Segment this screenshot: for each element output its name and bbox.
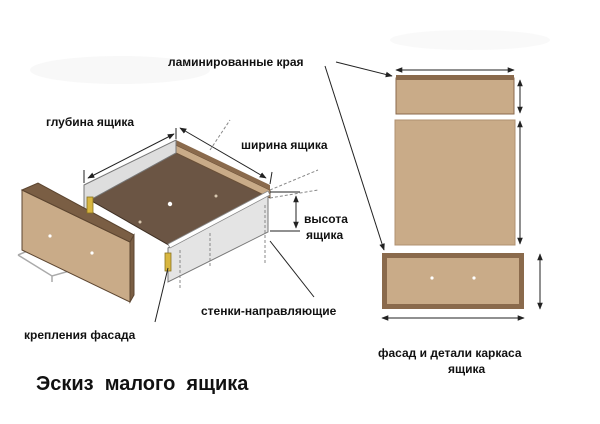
facade-side-edge bbox=[129, 233, 135, 304]
parts-layout bbox=[381, 67, 543, 321]
width-dimension bbox=[179, 127, 273, 185]
screw-dot bbox=[167, 201, 173, 207]
label-drawer-depth: глубина ящика bbox=[46, 115, 134, 129]
screw-dot bbox=[430, 276, 434, 280]
label-facade-parts-line1: фасад и детали каркаса bbox=[378, 346, 522, 360]
label-height-line1: высота bbox=[304, 212, 348, 226]
depth-dimension bbox=[83, 128, 177, 183]
label-laminated-edges: ламинированные края bbox=[168, 55, 304, 69]
side-panel-part bbox=[394, 119, 516, 246]
label-facade-fasteners: крепления фасада bbox=[24, 328, 136, 342]
parts-dimensions bbox=[381, 67, 543, 321]
page-title: Эскиз малого ящика bbox=[36, 373, 249, 395]
height-dimension bbox=[270, 191, 300, 232]
screw-dot bbox=[472, 276, 476, 280]
label-facade-parts-line2: ящика bbox=[448, 362, 486, 376]
facade-bracket bbox=[86, 196, 94, 214]
background-shading bbox=[30, 30, 550, 84]
screw-dot bbox=[138, 220, 142, 224]
facade-part-face bbox=[387, 258, 519, 304]
screw-dot bbox=[214, 194, 218, 198]
top-strip-part bbox=[395, 77, 515, 115]
facade-bracket bbox=[164, 252, 172, 272]
label-drawer-width: ширина ящика bbox=[241, 138, 328, 152]
top-strip-laminated-edge bbox=[396, 75, 514, 80]
label-guide-walls: стенки-направляющие bbox=[201, 304, 337, 318]
screw-dot bbox=[48, 234, 52, 238]
right-guide-wall-top bbox=[167, 190, 271, 249]
drawer-assembly bbox=[17, 119, 319, 304]
screw-dot bbox=[90, 251, 94, 255]
leader-lines bbox=[154, 61, 393, 323]
label-height-line2: ящика bbox=[306, 228, 344, 242]
